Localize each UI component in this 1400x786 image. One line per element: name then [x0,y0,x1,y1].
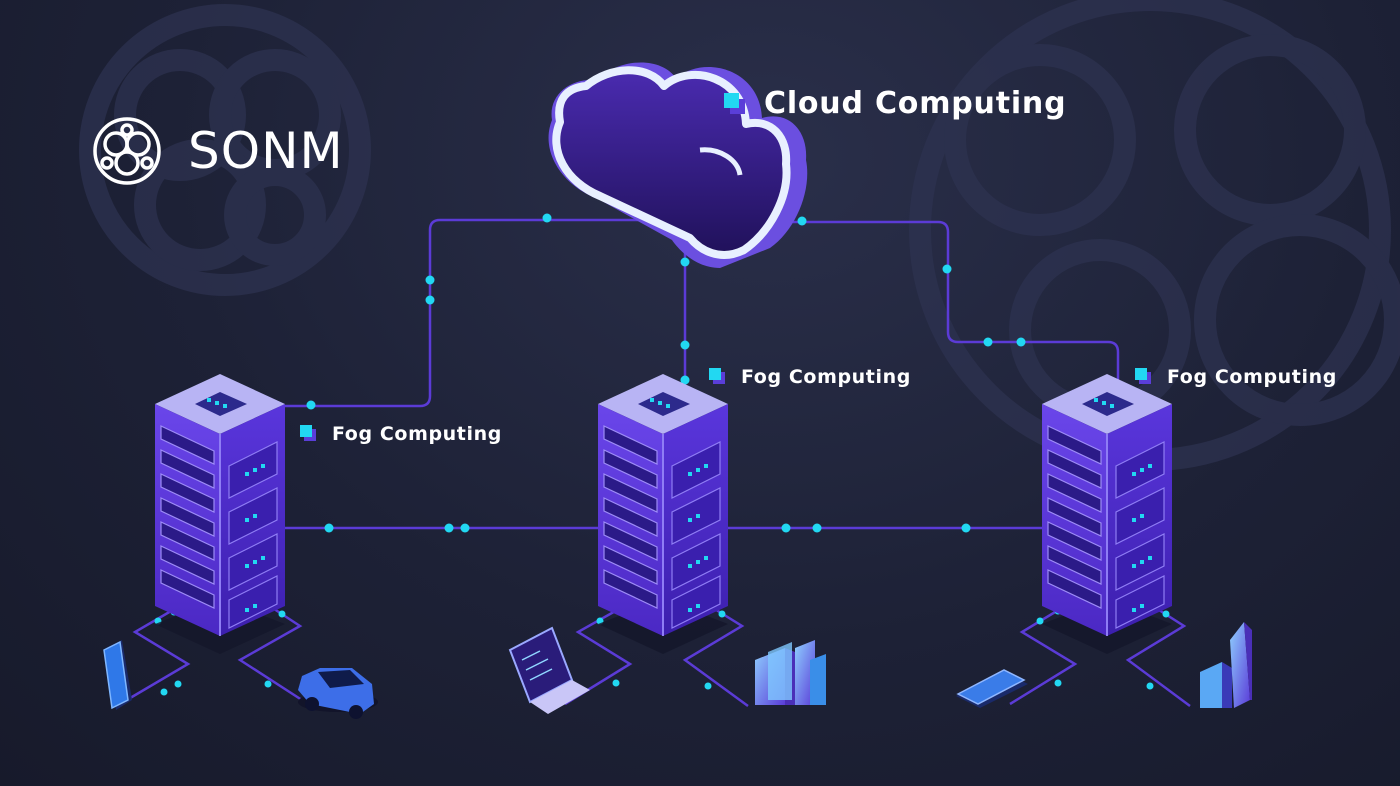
label-marker-icon [300,425,318,443]
fog-computing-text-3: Fog Computing [1167,366,1337,388]
skyscraper-icon [1200,622,1252,708]
smartphone-icon [103,640,132,710]
label-marker-icon [724,92,746,115]
cloud-computing-label: Cloud Computing [724,86,1066,121]
server-rack-icon-2 [597,373,729,655]
server-rack-icon-1 [154,373,286,655]
tablet-icon [956,669,1028,708]
fog-computing-label-2: Fog Computing [709,366,911,388]
fog-computing-text-2: Fog Computing [741,366,911,388]
connector-lines [119,218,1191,708]
fog-computing-text-1: Fog Computing [332,423,502,445]
laptop-icon [508,626,590,714]
label-marker-icon [1135,368,1153,386]
office-buildings-icon [755,640,826,705]
fog-computing-label-3: Fog Computing [1135,366,1337,388]
background-circles [79,0,1400,471]
cloud-computing-text: Cloud Computing [764,86,1067,121]
server-rack-icon-3 [1041,373,1173,655]
label-marker-icon [709,368,727,386]
sonm-circles-logo-icon [93,117,161,185]
fog-computing-label-1: Fog Computing [300,423,502,445]
cloud-icon [548,62,808,268]
brand-name: SONM [188,122,344,180]
connector-dots [154,213,1170,696]
brand: SONM [92,116,344,186]
car-icon [298,668,378,719]
